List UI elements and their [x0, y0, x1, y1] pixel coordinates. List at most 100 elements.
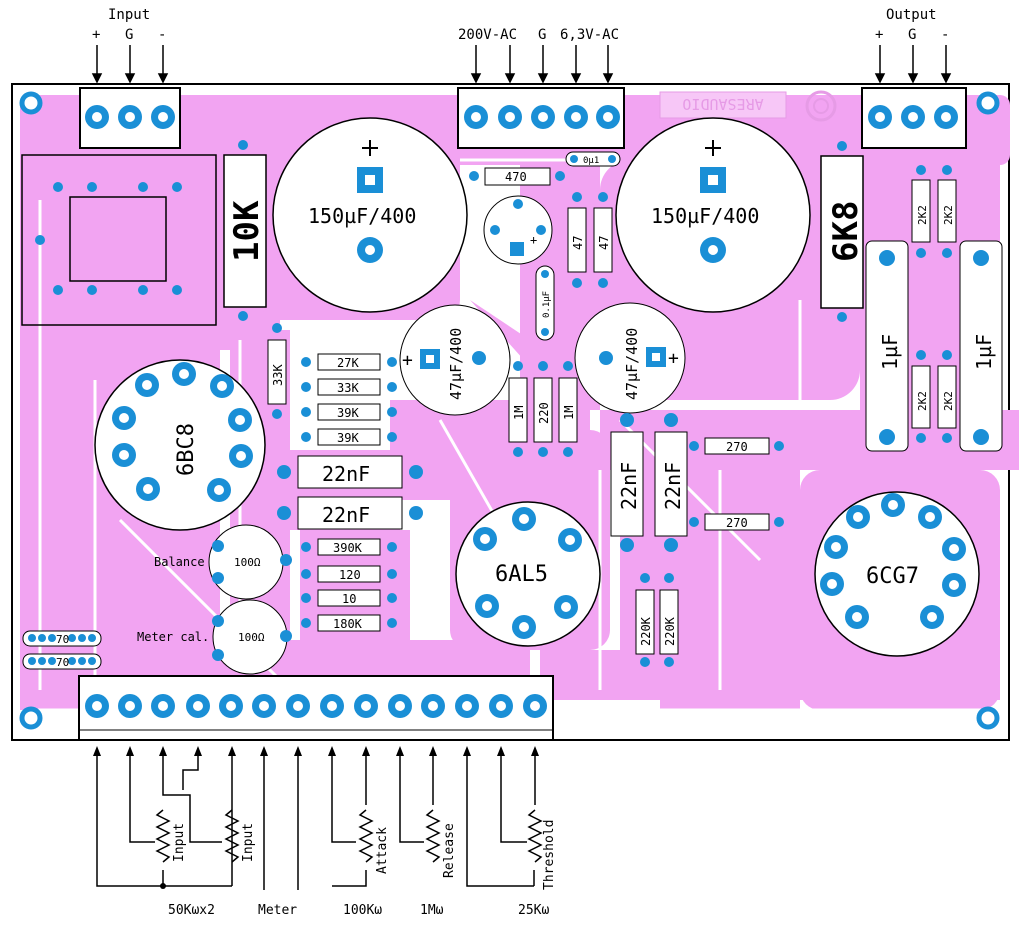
- resistor-1m-a-body: [508, 361, 528, 457]
- resistor-33k-vert-body: [267, 323, 287, 419]
- output-pin-plus: +: [875, 27, 883, 43]
- cap-150uf-right: [615, 117, 811, 313]
- input-transformer: [21, 154, 217, 326]
- resistor-70-a-label: 70: [56, 633, 69, 646]
- top-arrows: [91, 45, 952, 84]
- meter-label: Meter: [258, 903, 297, 918]
- external-pots: [155, 809, 543, 863]
- pot-release-label: Release: [442, 823, 457, 878]
- resistor-470-body: [469, 167, 565, 186]
- pot-value-50k: 50Kωx2: [168, 903, 215, 918]
- input-pin-minus: -: [158, 27, 166, 43]
- resistor-1m-b-label: 1M: [562, 406, 576, 420]
- pot-value-25k: 25Kω: [518, 903, 549, 918]
- resistor-33k-label: 33K: [337, 381, 359, 395]
- resistor-270-b-body: [689, 513, 784, 531]
- svg-text:+: +: [530, 233, 537, 247]
- cap-22nf-v-d-label: 22nF: [661, 462, 685, 510]
- resistor-2k2-pads: [916, 165, 952, 443]
- pot-value-100k: 100Kω: [343, 903, 382, 918]
- output-terminal-block: [861, 87, 967, 149]
- cap-22nf-v-c: [610, 413, 644, 552]
- resistor-70-group: [22, 630, 102, 670]
- trimmer-meter-cal: [212, 599, 292, 675]
- cap-150uf-right-label: 150µF/400: [651, 204, 759, 228]
- cap-22nf-v-d: [654, 413, 688, 552]
- bottom-terminal-block: [78, 675, 554, 741]
- resistor-180k-label: 180K: [333, 617, 363, 631]
- resistor-220k-a-label: 220K: [639, 616, 653, 646]
- resistor-39k-b-label: 39K: [337, 431, 359, 445]
- trimmer-meter-cal-value: 100Ω: [238, 631, 265, 644]
- trimmer-meter-cal-label: Meter cal.: [137, 630, 209, 644]
- resistor-1m-a-label: 1M: [512, 406, 526, 420]
- resistor-33k-vert-label: 33K: [271, 364, 285, 386]
- output-pin-g: G: [908, 27, 916, 43]
- resistor-2k2-2-label: 2K2: [942, 205, 955, 225]
- cap-150uf-left: [272, 117, 468, 313]
- pot-attack-label: Attack: [375, 827, 390, 874]
- tube-6bc8-label: 6BC8: [174, 423, 199, 476]
- resistor-270-a-label: 270: [726, 440, 748, 454]
- resistor-220-body: [533, 361, 553, 457]
- power-pin-200vac: 200V-AC: [458, 27, 517, 43]
- trimmer-balance-value: 100Ω: [234, 556, 261, 569]
- cap-1uf-left: [865, 240, 909, 452]
- svg-text:+: +: [402, 350, 413, 371]
- resistor-220-label: 220: [537, 402, 551, 424]
- logo-text: ARESAUDIO: [682, 95, 763, 113]
- resistor-stack: [317, 353, 381, 632]
- input-terminal-block: [79, 87, 181, 149]
- tube-6cg7-socket: [814, 491, 980, 657]
- cap-1uf-left-label: 1µF: [878, 334, 902, 370]
- resistor-470-label: 470: [505, 170, 527, 184]
- cap-22nf-v-c-label: 22nF: [617, 462, 641, 510]
- cap-47uf-left-label: 47µF/400: [447, 328, 465, 400]
- cap-22nf-h-b-label: 22nF: [322, 503, 370, 527]
- resistor-10k-body: [223, 140, 267, 321]
- trimmer-balance: [208, 524, 292, 600]
- resistor-2k2-3-label: 2K2: [916, 391, 929, 411]
- bottom-terminal-holes: [92, 701, 540, 711]
- mounting-holes: [19, 91, 1000, 730]
- output-pin-minus: -: [941, 27, 949, 43]
- tube-6cg7-label: 6CG7: [866, 564, 919, 589]
- cap-0-1uf-mid: [535, 265, 555, 341]
- power-pin-g: G: [538, 27, 546, 43]
- cap-1uf-right-label: 1µF: [972, 334, 996, 370]
- cap-22nf-h-a-label: 22nF: [322, 462, 370, 486]
- resistor-39k-a-label: 39K: [337, 406, 359, 420]
- resistor-220k-b-label: 220K: [663, 616, 677, 646]
- resistor-10k-label: 10K: [227, 200, 267, 262]
- cap-22nf-h-a: [277, 455, 423, 489]
- cap-47uf-left: +: [399, 304, 511, 416]
- tube-6al5-label: 6AL5: [495, 562, 548, 587]
- cap-47uf-right-label: 47µF/400: [623, 328, 641, 400]
- resistor-stack-pads: [301, 357, 397, 628]
- external-arrowheads: [93, 746, 539, 889]
- resistor-2k2-1-label: 2K2: [916, 205, 929, 225]
- resistor-47-b-body: [593, 192, 613, 288]
- input-title: Input: [108, 7, 150, 23]
- resistor-27k-label: 27K: [337, 356, 359, 370]
- power-terminal-block: [457, 87, 625, 149]
- cap-22nf-h-b: [277, 496, 423, 530]
- input-pin-g: G: [125, 27, 133, 43]
- resistor-47-a-label: 47: [571, 236, 585, 250]
- cap-0u1-top-label: 0µ1: [583, 156, 599, 166]
- resistor-220k-b-body: [659, 573, 679, 667]
- resistor-70-b-label: 70: [56, 656, 69, 669]
- cap-1uf-right: [959, 240, 1003, 452]
- resistor-1m-b-body: [558, 361, 578, 457]
- transformer-pads: [35, 182, 182, 295]
- pot-threshold-label: Threshold: [542, 820, 557, 890]
- cap-0u1-top: [565, 151, 621, 167]
- pot-input-1-label: Input: [172, 823, 187, 862]
- output-title: Output: [886, 7, 937, 23]
- resistor-2k2-4-label: 2K2: [942, 391, 955, 411]
- resistor-6k8-label: 6K8: [826, 201, 866, 262]
- external-wiring: [96, 750, 536, 890]
- power-pin-6v3ac: 6,3V-AC: [560, 27, 619, 43]
- cap-150uf-left-label: 150µF/400: [308, 204, 416, 228]
